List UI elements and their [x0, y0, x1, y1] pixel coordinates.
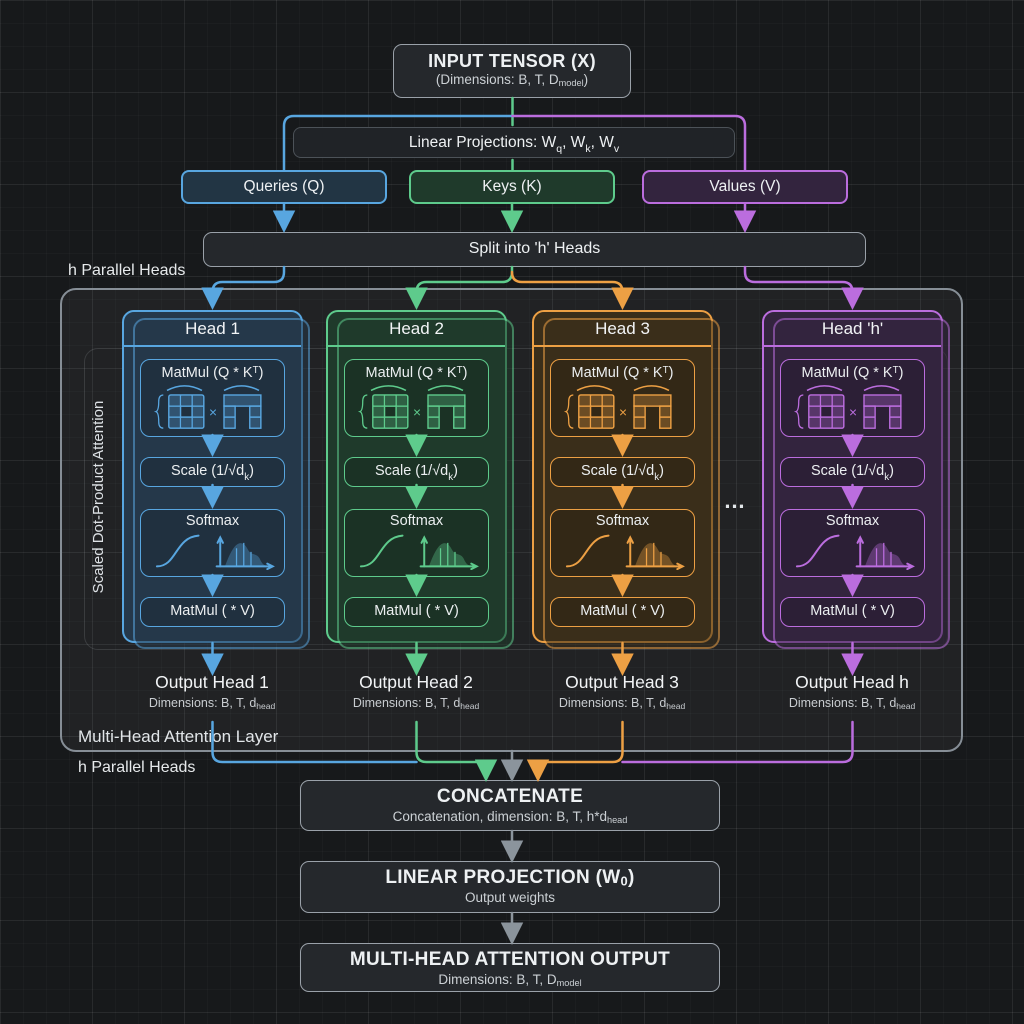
svg-text:×: × — [618, 405, 626, 420]
output-head-h-block: Output Head h Dimensions: B, T, dhead — [742, 672, 962, 711]
keys-label: Keys (K) — [482, 178, 542, 195]
multi-head-attention-output-title: MULTI-HEAD ATTENTION OUTPUT — [349, 949, 671, 970]
multi-head-attention-layer-label: Multi-Head Attention Layer — [78, 727, 279, 746]
queries-label: Queries (Q) — [243, 178, 325, 195]
head-2-matmul-qk-box: MatMul (Q * KT) × — [344, 359, 489, 437]
softmax-label: Softmax — [389, 513, 444, 529]
scale-label: Scale (1/√dk) — [170, 463, 254, 483]
head-1-card: Head 1 MatMul (Q * KT) — [122, 310, 310, 649]
head-3-card: Head 3 MatMul (Q * KT) — [532, 310, 720, 649]
matmul-qk-label: MatMul (Q * KT) — [365, 365, 468, 381]
head-1-title: Head 1 — [124, 312, 301, 347]
scale-label: Scale (1/√dk) — [810, 463, 894, 483]
concatenate-title: CONCATENATE — [436, 786, 584, 807]
svg-text:×: × — [412, 405, 420, 420]
multi-head-attention-output-box: MULTI-HEAD ATTENTION OUTPUT Dimensions: … — [300, 943, 720, 992]
softmax-label: Softmax — [825, 513, 880, 529]
head-2-matmul-v-box: MatMul ( * V) — [344, 597, 489, 627]
head-2-card: Head 2 MatMul (Q * KT) — [326, 310, 514, 649]
matmul-v-label: MatMul ( * V) — [374, 603, 459, 619]
head-3-matmul-v-box: MatMul ( * V) — [550, 597, 695, 627]
matmul-v-label: MatMul ( * V) — [810, 603, 895, 619]
head-1-scale-box: Scale (1/√dk) — [140, 457, 285, 487]
output-head-1-dims: Dimensions: B, T, dhead — [148, 696, 276, 711]
input-tensor-dims: (Dimensions: B, T, Dmodel) — [435, 72, 589, 88]
head-h-softmax-box: Softmax — [780, 509, 925, 577]
output-head-h-title: Output Head h — [795, 672, 909, 692]
svg-text:×: × — [848, 405, 856, 420]
output-head-3-dims: Dimensions: B, T, dhead — [558, 696, 686, 711]
softmax-curves-icon — [155, 534, 275, 570]
head-3-scale-box: Scale (1/√dk) — [550, 457, 695, 487]
linear-projection-box: LINEAR PROJECTION (W0) Output weights — [300, 861, 720, 913]
head-3-title: Head 3 — [534, 312, 711, 347]
input-tensor-box: INPUT TENSOR (X) (Dimensions: B, T, Dmod… — [393, 44, 631, 98]
linear-projections-label: Linear Projections: Wq, Wk, Wv — [408, 134, 620, 156]
output-head-2-block: Output Head 2 Dimensions: B, T, dhead — [306, 672, 526, 711]
output-head-1-block: Output Head 1 Dimensions: B, T, dhead — [102, 672, 322, 711]
output-head-3-title: Output Head 3 — [565, 672, 679, 692]
head-h-card: Head 'h' MatMul (Q * KT) — [762, 310, 950, 649]
matrix-multiply-icon: × — [357, 385, 466, 429]
more-heads-ellipsis: … — [723, 488, 749, 513]
queries-box: Queries (Q) — [181, 170, 387, 204]
multi-head-attention-output-dims: Dimensions: B, T, Dmodel — [438, 972, 582, 988]
values-box: Values (V) — [642, 170, 848, 204]
matrix-multiply-icon: × — [563, 385, 672, 429]
scale-label: Scale (1/√dk) — [580, 463, 664, 483]
output-head-3-block: Output Head 3 Dimensions: B, T, dhead — [512, 672, 732, 711]
head-2-softmax-box: Softmax — [344, 509, 489, 577]
linear-projections-box: Linear Projections: Wq, Wk, Wv — [293, 127, 735, 158]
softmax-curves-icon — [795, 534, 915, 570]
h-parallel-heads-top-label: h Parallel Heads — [68, 262, 186, 279]
output-head-1-title: Output Head 1 — [155, 672, 269, 692]
head-h-matmul-qk-box: MatMul (Q * KT) × — [780, 359, 925, 437]
softmax-label: Softmax — [595, 513, 650, 529]
matmul-v-label: MatMul ( * V) — [170, 603, 255, 619]
output-head-2-title: Output Head 2 — [359, 672, 473, 692]
head-3-softmax-box: Softmax — [550, 509, 695, 577]
svg-text:×: × — [208, 405, 216, 420]
values-label: Values (V) — [709, 178, 781, 195]
concatenate-box: CONCATENATE Concatenation, dimension: B,… — [300, 780, 720, 831]
head-1-matmul-v-box: MatMul ( * V) — [140, 597, 285, 627]
softmax-curves-icon — [359, 534, 479, 570]
softmax-label: Softmax — [185, 513, 240, 529]
matmul-qk-label: MatMul (Q * KT) — [571, 365, 674, 381]
matrix-multiply-icon: × — [153, 385, 262, 429]
matmul-qk-label: MatMul (Q * KT) — [801, 365, 904, 381]
scaled-dot-product-attention-label: Scaled Dot-Product Attention — [90, 400, 107, 594]
concatenate-subtitle: Concatenation, dimension: B, T, h*dhead — [392, 809, 628, 825]
head-3-matmul-qk-box: MatMul (Q * KT) × — [550, 359, 695, 437]
linear-projection-title: LINEAR PROJECTION (W0) — [385, 867, 635, 889]
output-head-2-dims: Dimensions: B, T, dhead — [352, 696, 480, 711]
head-1-matmul-qk-box: MatMul (Q * KT) × — [140, 359, 285, 437]
split-heads-box: Split into 'h' Heads — [203, 232, 866, 267]
head-h-scale-box: Scale (1/√dk) — [780, 457, 925, 487]
keys-box: Keys (K) — [409, 170, 615, 204]
head-h-title: Head 'h' — [764, 312, 941, 347]
linear-projection-subtitle: Output weights — [464, 890, 556, 905]
split-heads-label: Split into 'h' Heads — [468, 240, 601, 257]
head-2-scale-box: Scale (1/√dk) — [344, 457, 489, 487]
matmul-qk-label: MatMul (Q * KT) — [161, 365, 264, 381]
h-parallel-heads-bottom-label: h Parallel Heads — [78, 759, 196, 776]
matrix-multiply-icon: × — [793, 385, 902, 429]
matmul-v-label: MatMul ( * V) — [580, 603, 665, 619]
input-tensor-title: INPUT TENSOR (X) — [428, 51, 596, 71]
head-2-title: Head 2 — [328, 312, 505, 347]
head-h-matmul-v-box: MatMul ( * V) — [780, 597, 925, 627]
scale-label: Scale (1/√dk) — [374, 463, 458, 483]
softmax-curves-icon — [565, 534, 685, 570]
head-1-softmax-box: Softmax — [140, 509, 285, 577]
output-head-h-dims: Dimensions: B, T, dhead — [788, 696, 916, 711]
